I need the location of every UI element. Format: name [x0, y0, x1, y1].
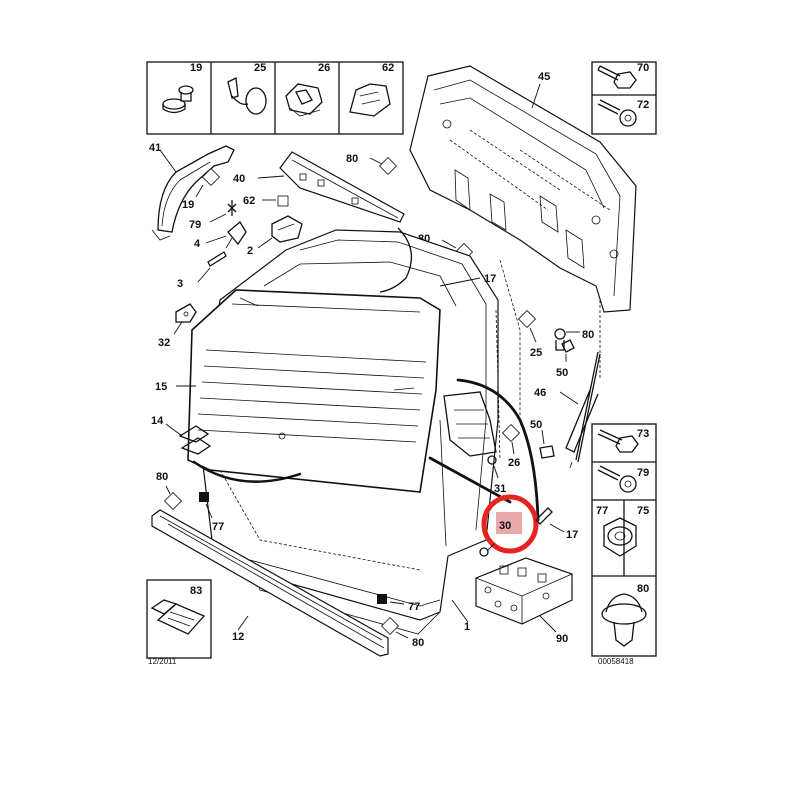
callout-62: 62 — [382, 62, 394, 74]
callout-75: 75 — [637, 505, 649, 517]
callout-17b: 17 — [566, 529, 578, 541]
catch-2: 2 62 — [243, 195, 303, 257]
rivet-25-icon — [227, 77, 267, 115]
clip-4: 4 — [194, 221, 247, 250]
fastener-strip-top-left — [146, 61, 404, 135]
callout-31: 31 — [494, 483, 506, 495]
control-unit-90: 90 — [475, 557, 573, 645]
callout-12: 12 — [232, 631, 244, 643]
stud-80c: 80 — [554, 328, 594, 351]
pin-17b: 17 — [535, 507, 578, 541]
callout-26b: 26 — [508, 457, 520, 469]
tag-19b: 19 — [182, 167, 221, 211]
pin-17: 3 — [177, 251, 227, 290]
callout-19b: 19 — [182, 199, 194, 211]
callout-2: 2 — [247, 245, 253, 257]
callout-45: 45 — [538, 71, 550, 83]
callout-73: 73 — [637, 428, 649, 440]
callout-80c: 80 — [582, 329, 594, 341]
tailgate-inner-frame-45: 45 — [409, 65, 637, 420]
callout-40: 40 — [233, 173, 245, 185]
clip-62-icon — [349, 83, 391, 117]
callout-79b: 79 — [637, 467, 649, 479]
callout-30: 30 — [499, 520, 511, 532]
callout-83: 83 — [190, 585, 202, 597]
callout-50b: 50 — [530, 419, 542, 431]
callout-80d: 80 — [156, 471, 168, 483]
handle-41: 41 — [149, 142, 235, 241]
callout-72: 72 — [637, 99, 649, 111]
footer-date: 12/2011 — [148, 657, 177, 666]
callout-50a: 50 — [556, 367, 568, 379]
clip-77a: 77 — [199, 492, 224, 533]
callout-79: 79 — [189, 219, 201, 231]
glass-15: 15 — [155, 289, 441, 493]
tag-80a: 80 — [346, 153, 398, 176]
footer-reference: 00058418 — [598, 657, 634, 666]
callout-1: 1 — [464, 621, 470, 633]
spoiler-40: 40 — [233, 151, 405, 223]
callout-25: 25 — [254, 62, 266, 74]
part-30-highlight: 30 — [479, 494, 539, 557]
gas-strut-46: 46 — [534, 351, 601, 469]
callout-80a: 80 — [346, 153, 358, 165]
clip-77b: 77 — [377, 594, 420, 613]
callout-26: 26 — [318, 62, 330, 74]
fastener-box-70-72: 70 72 — [591, 61, 657, 135]
tag-25b: 25 — [517, 309, 542, 359]
callout-77a: 77 — [212, 521, 224, 533]
callout-14: 14 — [151, 415, 164, 427]
callout-77b: 77 — [408, 601, 420, 613]
seal-arc — [192, 227, 413, 483]
clip-50a: 50 — [556, 339, 575, 379]
callout-4: 4 — [194, 238, 201, 250]
badge-14: 14 — [151, 415, 212, 455]
callout-80e: 80 — [412, 637, 424, 649]
callout-70: 70 — [637, 62, 649, 74]
highlight-circle — [481, 494, 539, 554]
bracket-32: 32 — [158, 303, 197, 349]
callout-17a: 3 — [177, 278, 183, 290]
callout-46: 46 — [534, 387, 546, 399]
part-box-83: 83 — [146, 579, 212, 659]
clip-79: 79 — [189, 200, 237, 231]
callout-19: 19 — [190, 62, 202, 74]
fastener-stack-right: 73 79 77 75 80 — [591, 423, 657, 657]
push-pin-19-icon — [162, 85, 194, 114]
clip-50b: 50 — [530, 419, 555, 459]
tag-80d: 80 — [156, 471, 183, 511]
clip-26-icon — [285, 83, 323, 117]
bolt-31: 31 — [487, 455, 506, 495]
callout-80f: 80 — [637, 583, 649, 595]
tag-80e: 80 — [380, 616, 424, 649]
callouts-top-left: 19 25 26 62 — [190, 62, 394, 74]
callout-77c: 77 — [596, 505, 608, 517]
trim-strip-12: 12 — [151, 509, 389, 657]
callout-25b: 25 — [530, 347, 542, 359]
callout-62b: 62 — [243, 195, 255, 207]
callout-41: 41 — [149, 142, 161, 154]
callout-90: 90 — [556, 633, 568, 645]
tag-26b: 26 — [501, 423, 520, 469]
callout-32: 32 — [158, 337, 170, 349]
callout-3: 17 — [484, 273, 496, 285]
part-30-tag — [496, 512, 522, 534]
callout-15: 15 — [155, 381, 167, 393]
